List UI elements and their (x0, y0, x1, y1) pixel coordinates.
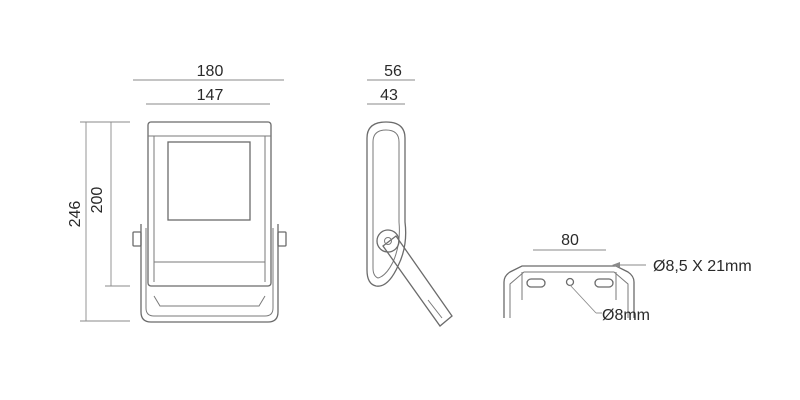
mounting-bracket-u (140, 224, 279, 323)
hole-diameter-label: Ø8mm (602, 307, 650, 324)
led-lens (167, 141, 251, 221)
depth-dimension-43: 43 (367, 87, 405, 105)
side-view: 56 43 (366, 63, 453, 327)
mounting-slot-left (526, 278, 546, 288)
dim-overall-depth: 56 (384, 63, 402, 80)
dim-hole-spacing: 80 (561, 232, 579, 249)
dim-overall-width: 180 (197, 63, 224, 80)
side-bracket-arm (382, 235, 453, 327)
depth-dimension-56: 56 (367, 63, 415, 81)
slot-callout: Ø8,5 X 21mm (612, 258, 752, 275)
mounting-bracket-inner (145, 228, 274, 317)
mounting-hole-center (565, 277, 575, 287)
width-dimension-147: 147 (146, 87, 270, 105)
height-dimension-200: 200 (89, 122, 130, 287)
side-pivot-screw (384, 237, 392, 245)
side-bracket-arm-end (427, 299, 443, 319)
dim-body-depth: 43 (380, 87, 398, 104)
height-dimension-246: 246 (67, 121, 130, 322)
bracket-base-plate (153, 295, 266, 307)
hole-spacing-dimension: 80 (533, 232, 606, 251)
bracket-plate-inner (509, 271, 629, 318)
width-dimension-180: 180 (133, 63, 284, 81)
left-pivot-knob (132, 231, 142, 247)
dim-body-height: 200 (89, 187, 106, 214)
dim-overall-height: 246 (67, 201, 84, 228)
mounting-slot-right (594, 278, 614, 288)
dim-inner-width: 147 (197, 87, 224, 104)
side-pivot-knob (376, 229, 400, 253)
side-housing-outline (366, 121, 407, 287)
bracket-plate-outline (503, 265, 635, 318)
front-view: 180 147 246 200 (67, 63, 287, 323)
hole-callout: Ø8mm (569, 284, 650, 324)
right-pivot-knob (277, 231, 287, 247)
side-housing-inner (372, 129, 400, 279)
slot-size-label: Ø8,5 X 21mm (653, 258, 752, 275)
housing-outline (147, 121, 272, 287)
bracket-view: 80 Ø8,5 X 21mm Ø8mm (503, 232, 752, 324)
